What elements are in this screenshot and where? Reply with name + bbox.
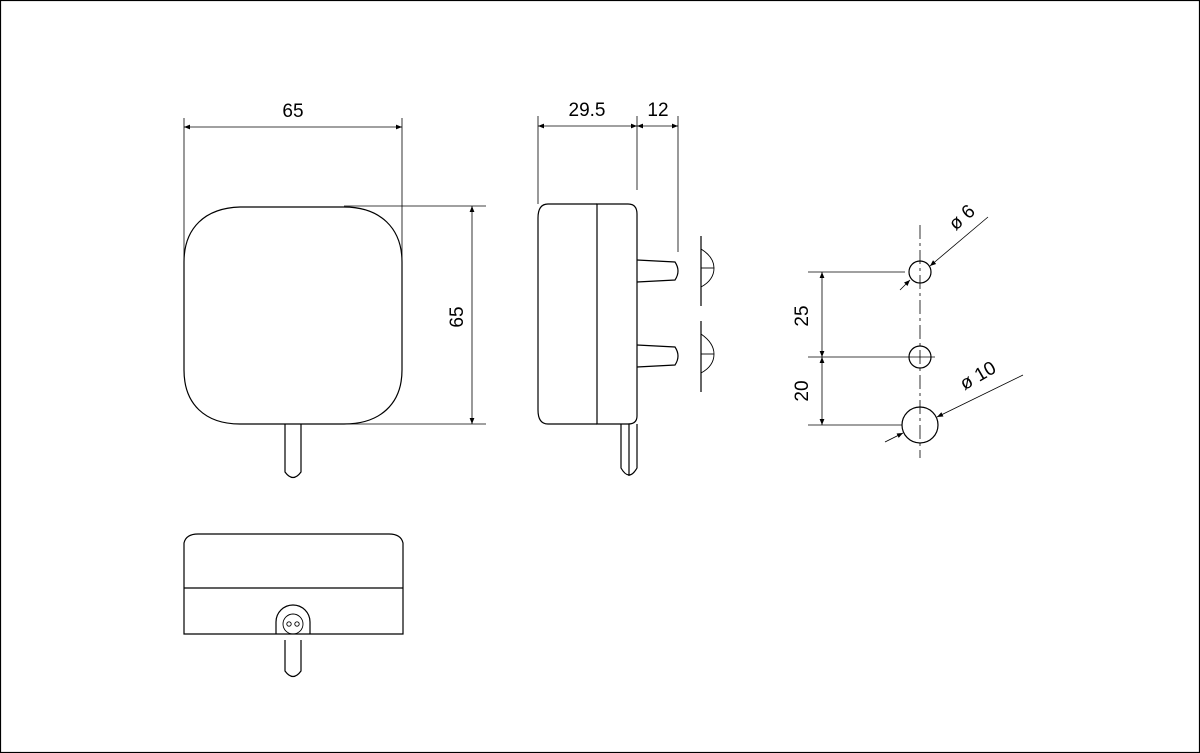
side-view-upper-nut xyxy=(700,236,715,306)
small-hole-leader-upper xyxy=(929,216,989,267)
bottom-view-grommet xyxy=(275,604,311,634)
side-view-upper-stud xyxy=(636,259,679,283)
bottom-view-grommet-ring xyxy=(282,613,304,635)
lower-spacing-label: 20 xyxy=(792,380,813,401)
front-view-body xyxy=(183,206,403,425)
large-hole-leader-lower xyxy=(884,432,904,443)
large-hole-leader-upper xyxy=(936,374,1024,418)
front-width-label: 65 xyxy=(282,101,303,122)
side-view: 29.5 12 xyxy=(537,100,715,476)
upper-spacing-label: 25 xyxy=(792,305,813,326)
front-view: 65 65 xyxy=(183,101,486,479)
upper-hole-circle xyxy=(908,260,932,284)
side-depth-label: 29.5 xyxy=(569,100,606,121)
bottom-view-wire-right xyxy=(294,621,300,627)
side-view-lower-stud xyxy=(636,344,679,368)
front-view-cable xyxy=(284,424,302,479)
side-stud-label: 12 xyxy=(647,100,668,121)
side-view-lens xyxy=(537,203,597,425)
side-view-housing xyxy=(596,203,638,425)
front-height-label: 65 xyxy=(447,306,468,327)
bottom-view xyxy=(183,533,404,678)
mounting-hole-pattern: ø 6 ø 10 25 20 xyxy=(792,201,1024,458)
small-hole-diameter-label: ø 6 xyxy=(945,201,979,235)
bottom-view-cable xyxy=(284,640,302,678)
side-view-lower-nut xyxy=(700,321,715,392)
small-hole-leader-lower xyxy=(899,279,911,291)
bottom-view-wire-left xyxy=(286,621,292,627)
side-view-cable xyxy=(620,424,638,476)
bottom-view-housing xyxy=(183,533,404,635)
